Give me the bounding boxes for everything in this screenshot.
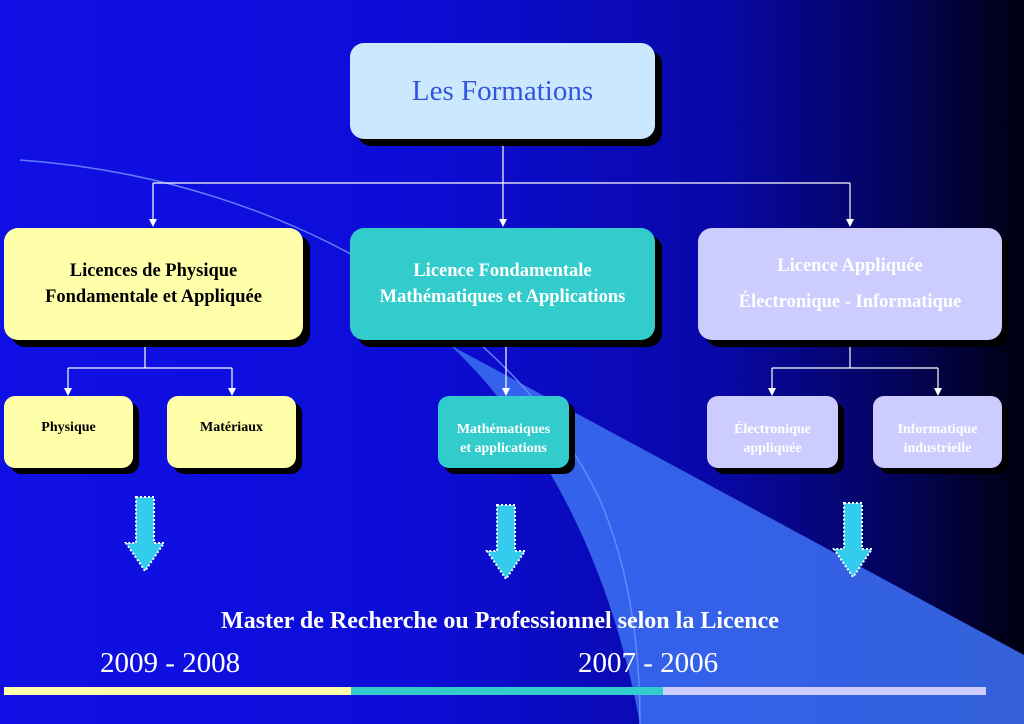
year-left: 2009 - 2008 bbox=[100, 647, 241, 679]
specialty-physique-node: Physique bbox=[4, 396, 133, 468]
specialty-electronique-line1: Électronique bbox=[734, 422, 811, 437]
licence-physique-node: Licences de Physique Fondamentale et App… bbox=[4, 228, 303, 340]
specialty-physique-label: Physique bbox=[41, 420, 96, 435]
licence-maths-node: Licence Fondamentale Mathématiques et Ap… bbox=[350, 228, 655, 340]
licence-physique-line1: Licences de Physique bbox=[69, 261, 238, 281]
licence-physique-line2: Fondamentale et Appliquée bbox=[45, 287, 262, 307]
timeline-bar-cyan bbox=[351, 687, 663, 695]
specialty-informatique-node: Informatique industrielle bbox=[873, 396, 1002, 468]
licence-maths-line2: Mathématiques et Applications bbox=[379, 287, 626, 307]
specialty-informatique-line2: industrielle bbox=[903, 441, 972, 456]
licence-maths-line1: Licence Fondamentale bbox=[413, 261, 592, 281]
down-arrow-icon bbox=[124, 496, 166, 573]
licence-info-line1: Licence Appliquée bbox=[777, 256, 923, 276]
down-arrow-icon bbox=[485, 504, 527, 581]
root-label: Les Formations bbox=[411, 74, 594, 107]
specialty-electronique-node: Électronique appliquée bbox=[707, 396, 838, 468]
specialty-maths-node: Mathématiques et applications bbox=[438, 396, 569, 468]
down-arrow-icon bbox=[832, 502, 874, 579]
specialty-electronique-line2: appliquée bbox=[743, 441, 802, 456]
specialty-materiaux-label: Matériaux bbox=[200, 420, 263, 435]
licence-info-node: Licence Appliquée Électronique - Informa… bbox=[698, 228, 1002, 340]
specialty-informatique-line1: Informatique bbox=[897, 422, 978, 437]
root-node: Les Formations bbox=[350, 43, 655, 139]
specialty-materiaux-node: Matériaux bbox=[167, 396, 296, 468]
specialty-maths-line1: Mathématiques bbox=[456, 422, 551, 437]
timeline-bar-yellow bbox=[4, 687, 351, 695]
year-right: 2007 - 2006 bbox=[578, 647, 719, 679]
master-title: Master de Recherche ou Professionnel sel… bbox=[221, 608, 779, 634]
licence-info-line2: Électronique - Informatique bbox=[738, 292, 962, 312]
specialty-maths-line2: et applications bbox=[460, 441, 547, 456]
timeline-bar-lavender bbox=[663, 687, 986, 695]
